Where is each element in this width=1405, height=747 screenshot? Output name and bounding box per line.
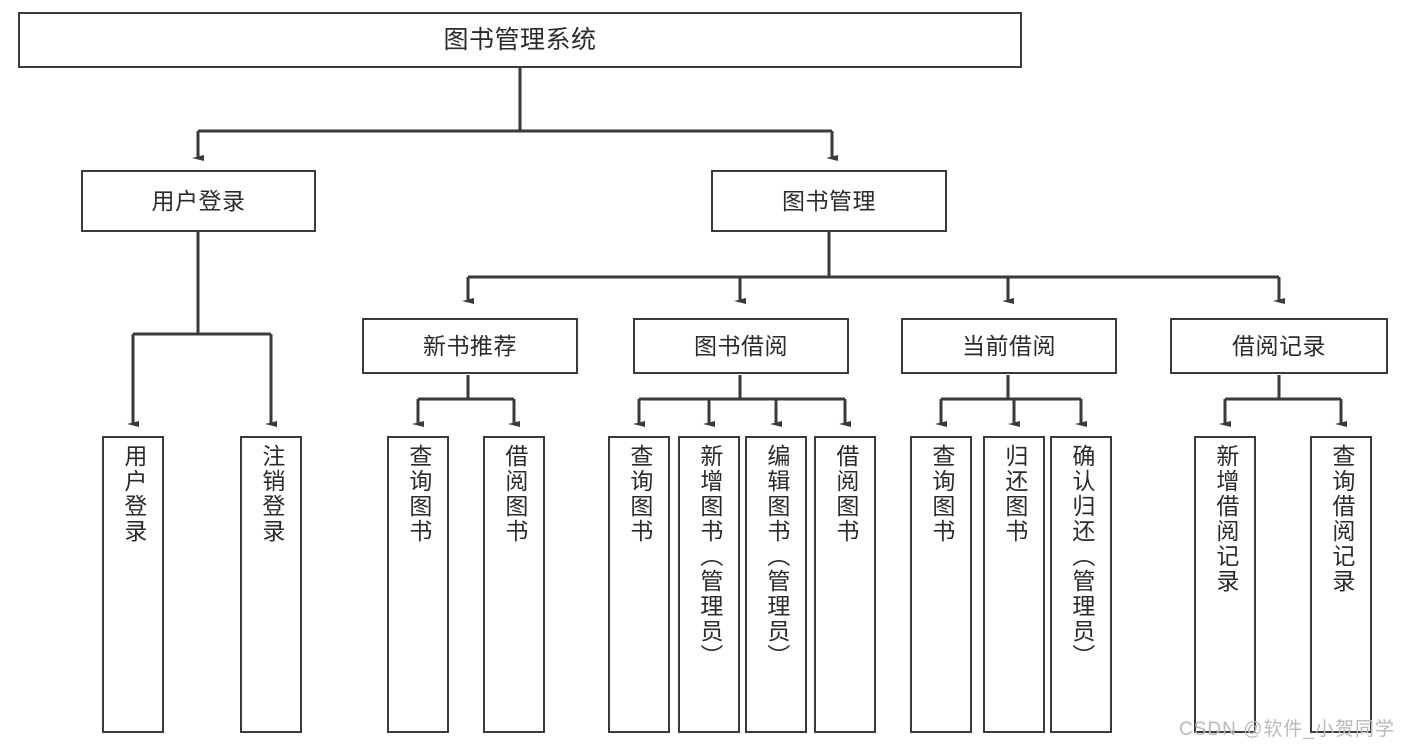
- leaf-borrow-add-book[interactable]: 新增图书（管理员）: [678, 436, 740, 733]
- node-label: 注销登录: [258, 444, 285, 544]
- node-label: 新增借阅记录: [1212, 444, 1239, 594]
- node-current-borrow[interactable]: 当前借阅: [901, 318, 1117, 374]
- node-label: 编辑图书（管理员）: [763, 444, 790, 669]
- leaf-current-query-book[interactable]: 查询图书: [910, 436, 972, 733]
- node-label: 查询图书: [626, 444, 653, 544]
- node-book-management[interactable]: 图书管理: [711, 170, 947, 232]
- node-label: 用户登录: [120, 444, 147, 544]
- node-label: 当前借阅: [962, 332, 1056, 359]
- leaf-recommend-borrow-book[interactable]: 借阅图书: [483, 436, 545, 733]
- node-label: 查询借阅记录: [1328, 444, 1355, 594]
- node-borrow-record[interactable]: 借阅记录: [1170, 318, 1388, 374]
- leaf-record-add-record[interactable]: 新增借阅记录: [1194, 436, 1256, 733]
- node-root-system[interactable]: 图书管理系统: [18, 12, 1022, 68]
- node-label: 用户登录: [151, 187, 246, 214]
- node-label: 借阅图书: [832, 444, 859, 544]
- node-label: 新书推荐: [423, 332, 517, 359]
- node-label: 确认归还（管理员）: [1068, 444, 1095, 669]
- node-label: 图书管理系统: [443, 25, 597, 54]
- leaf-recommend-query-book[interactable]: 查询图书: [387, 436, 449, 733]
- leaf-borrow-query-book[interactable]: 查询图书: [608, 436, 670, 733]
- node-label: 图书管理: [782, 187, 876, 214]
- node-label: 归还图书: [1001, 444, 1028, 544]
- leaf-borrow-borrow-book[interactable]: 借阅图书: [814, 436, 876, 733]
- leaf-current-return-book[interactable]: 归还图书: [983, 436, 1045, 733]
- leaf-borrow-edit-book[interactable]: 编辑图书（管理员）: [745, 436, 807, 733]
- leaf-current-confirm-return[interactable]: 确认归还（管理员）: [1050, 436, 1112, 733]
- csdn-watermark: CSDN @软件_小贺同学: [1179, 719, 1395, 740]
- leaf-user-login-logout[interactable]: 注销登录: [240, 436, 302, 733]
- node-label: 借阅图书: [501, 444, 528, 544]
- node-user-login[interactable]: 用户登录: [81, 170, 316, 232]
- node-label: 图书借阅: [694, 332, 788, 359]
- node-label: 查询图书: [405, 444, 432, 544]
- leaf-record-query-record[interactable]: 查询借阅记录: [1310, 436, 1372, 733]
- leaf-user-login-login[interactable]: 用户登录: [102, 436, 164, 733]
- node-label: 查询图书: [928, 444, 955, 544]
- node-new-book-recommend[interactable]: 新书推荐: [362, 318, 578, 374]
- node-book-borrow[interactable]: 图书借阅: [633, 318, 849, 374]
- node-label: 新增图书（管理员）: [696, 444, 723, 669]
- node-label: 借阅记录: [1232, 332, 1326, 359]
